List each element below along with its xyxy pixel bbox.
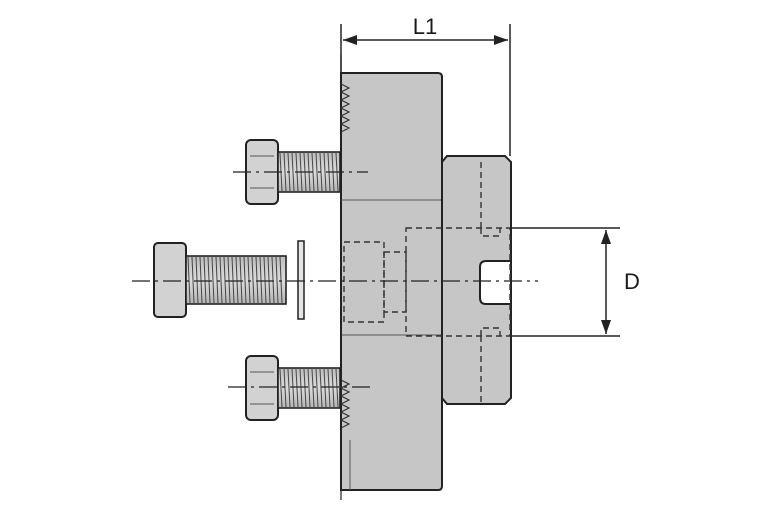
- thread-line: [195, 256, 199, 304]
- thread-line: [227, 256, 231, 304]
- thread-line: [315, 152, 319, 192]
- thread-line: [271, 256, 275, 304]
- dimension-label-l1: L1: [413, 14, 437, 39]
- center-bolt: [153, 242, 287, 318]
- thread-line: [295, 368, 299, 408]
- thread-line: [191, 256, 195, 304]
- upper-clamp-bolt: [245, 139, 341, 205]
- thread-line: [319, 368, 323, 408]
- thread-line: [243, 256, 247, 304]
- thread-line: [323, 152, 327, 192]
- thread-line: [335, 368, 339, 408]
- lower-clamp-bolt: [245, 355, 341, 421]
- thread-line: [211, 256, 215, 304]
- thread-line: [235, 256, 239, 304]
- thread-line: [291, 368, 295, 408]
- washer: [297, 240, 305, 320]
- dimension-label-d: D: [624, 269, 640, 294]
- thread-line: [307, 368, 311, 408]
- thread-line: [267, 256, 271, 304]
- thread-line: [219, 256, 223, 304]
- thread-line: [199, 256, 203, 304]
- thread-line: [187, 256, 191, 304]
- thread-line: [283, 152, 287, 192]
- thread-line: [203, 256, 207, 304]
- thread-line: [255, 256, 259, 304]
- thread-line: [223, 256, 227, 304]
- hidden-lines: [343, 162, 511, 404]
- thread-line: [279, 368, 283, 408]
- thread-line: [331, 368, 335, 408]
- thread-line: [323, 368, 327, 408]
- thread-line: [247, 256, 251, 304]
- thread-line: [259, 256, 263, 304]
- thread-line: [311, 368, 315, 408]
- dimension-l1: L1: [340, 14, 511, 156]
- thread-line: [283, 368, 287, 408]
- thread-line: [231, 256, 235, 304]
- thread-line: [239, 256, 243, 304]
- dimension-d: D: [510, 227, 640, 337]
- thread-line: [303, 368, 307, 408]
- thread-line: [207, 256, 211, 304]
- thread-line: [315, 368, 319, 408]
- center-lines: [132, 55, 538, 500]
- shank: [441, 155, 512, 405]
- thread-line: [215, 256, 219, 304]
- thread-line: [263, 256, 267, 304]
- thread-line: [299, 368, 303, 408]
- thread-line: [287, 368, 291, 408]
- thread-line: [291, 152, 295, 192]
- thread-line: [279, 256, 283, 304]
- thread-line: [327, 368, 331, 408]
- thread-line: [251, 256, 255, 304]
- thread-line: [275, 256, 279, 304]
